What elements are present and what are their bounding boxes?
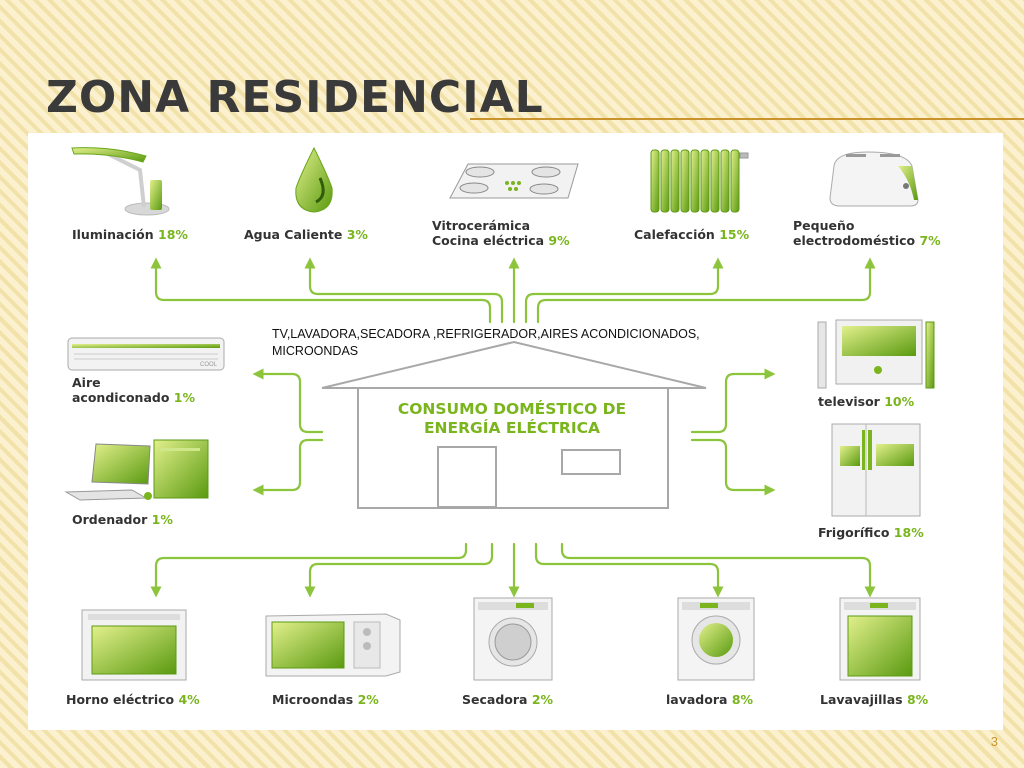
label-aire-acondicionado: Aire acondiconado 1% xyxy=(72,375,196,405)
fridge-icon xyxy=(831,423,921,517)
label-vitroceramica: Vitrocerámica Cocina eléctrica 9% xyxy=(432,218,570,248)
label-lavadora: lavadora 8% xyxy=(666,692,754,707)
house-outline xyxy=(321,340,707,509)
label-pequeno-electrodomestico: Pequeño electrodoméstico 7% xyxy=(793,218,941,248)
arrow-to-pequeno xyxy=(536,257,876,324)
arrow-to-microondas xyxy=(304,542,494,598)
label-lavavajillas: Lavavajillas 8% xyxy=(820,692,929,707)
television-icon xyxy=(817,319,935,389)
dryer-icon xyxy=(473,597,553,681)
cool-label: COOL xyxy=(200,362,218,368)
arrow-to-televisor xyxy=(690,368,776,434)
dishwasher-icon xyxy=(839,597,921,681)
arrow-to-agua xyxy=(304,257,504,324)
washing-machine-icon xyxy=(677,597,755,681)
house-title-line1: CONSUMO DOMÉSTICO DE xyxy=(398,399,626,418)
label-secadora: Secadora 2% xyxy=(462,692,554,707)
arrows xyxy=(150,257,876,598)
microwave-icon xyxy=(265,613,401,677)
arrow-to-lavavajillas xyxy=(560,542,876,598)
oven-icon xyxy=(81,609,187,681)
arrow-to-iluminacion xyxy=(150,257,492,324)
label-televisor: televisor 10% xyxy=(818,394,915,409)
computer-icon xyxy=(64,439,209,501)
arrow-to-calefaccion xyxy=(524,257,724,324)
arrow-to-ordenador xyxy=(252,438,324,496)
label-microondas: Microondas 2% xyxy=(272,692,379,707)
cooktop-icon xyxy=(449,163,579,199)
arrow-to-frigorifico xyxy=(690,438,776,496)
page-number: 3 xyxy=(990,734,998,749)
title-underline xyxy=(470,118,1024,120)
air-conditioner-icon: COOL xyxy=(67,337,225,371)
arrow-to-aire xyxy=(252,368,324,434)
lamp-icon xyxy=(71,147,170,216)
label-frigorifico: Frigorífico 18% xyxy=(818,525,924,540)
toaster-icon xyxy=(829,151,919,207)
house-title-line2: ENERGÍA ELÉCTRICA xyxy=(424,418,600,437)
label-calefaccion: Calefacción 15% xyxy=(634,227,750,242)
radiator-icon xyxy=(650,149,749,213)
label-agua-caliente: Agua Caliente 3% xyxy=(244,227,368,242)
water-drop-icon xyxy=(295,146,333,213)
arrow-to-horno xyxy=(150,542,468,598)
slide-title: ZONA RESIDENCIAL xyxy=(46,72,544,123)
arrow-to-lavadora xyxy=(534,542,724,598)
label-horno-electrico: Horno eléctrico 4% xyxy=(66,692,200,707)
appliance-note: TV,LAVADORA,SECADORA ,REFRIGERADOR,AIRES… xyxy=(272,327,700,358)
label-ordenador: Ordenador 1% xyxy=(72,512,173,527)
label-iluminacion: Iluminación 18% xyxy=(72,227,188,242)
